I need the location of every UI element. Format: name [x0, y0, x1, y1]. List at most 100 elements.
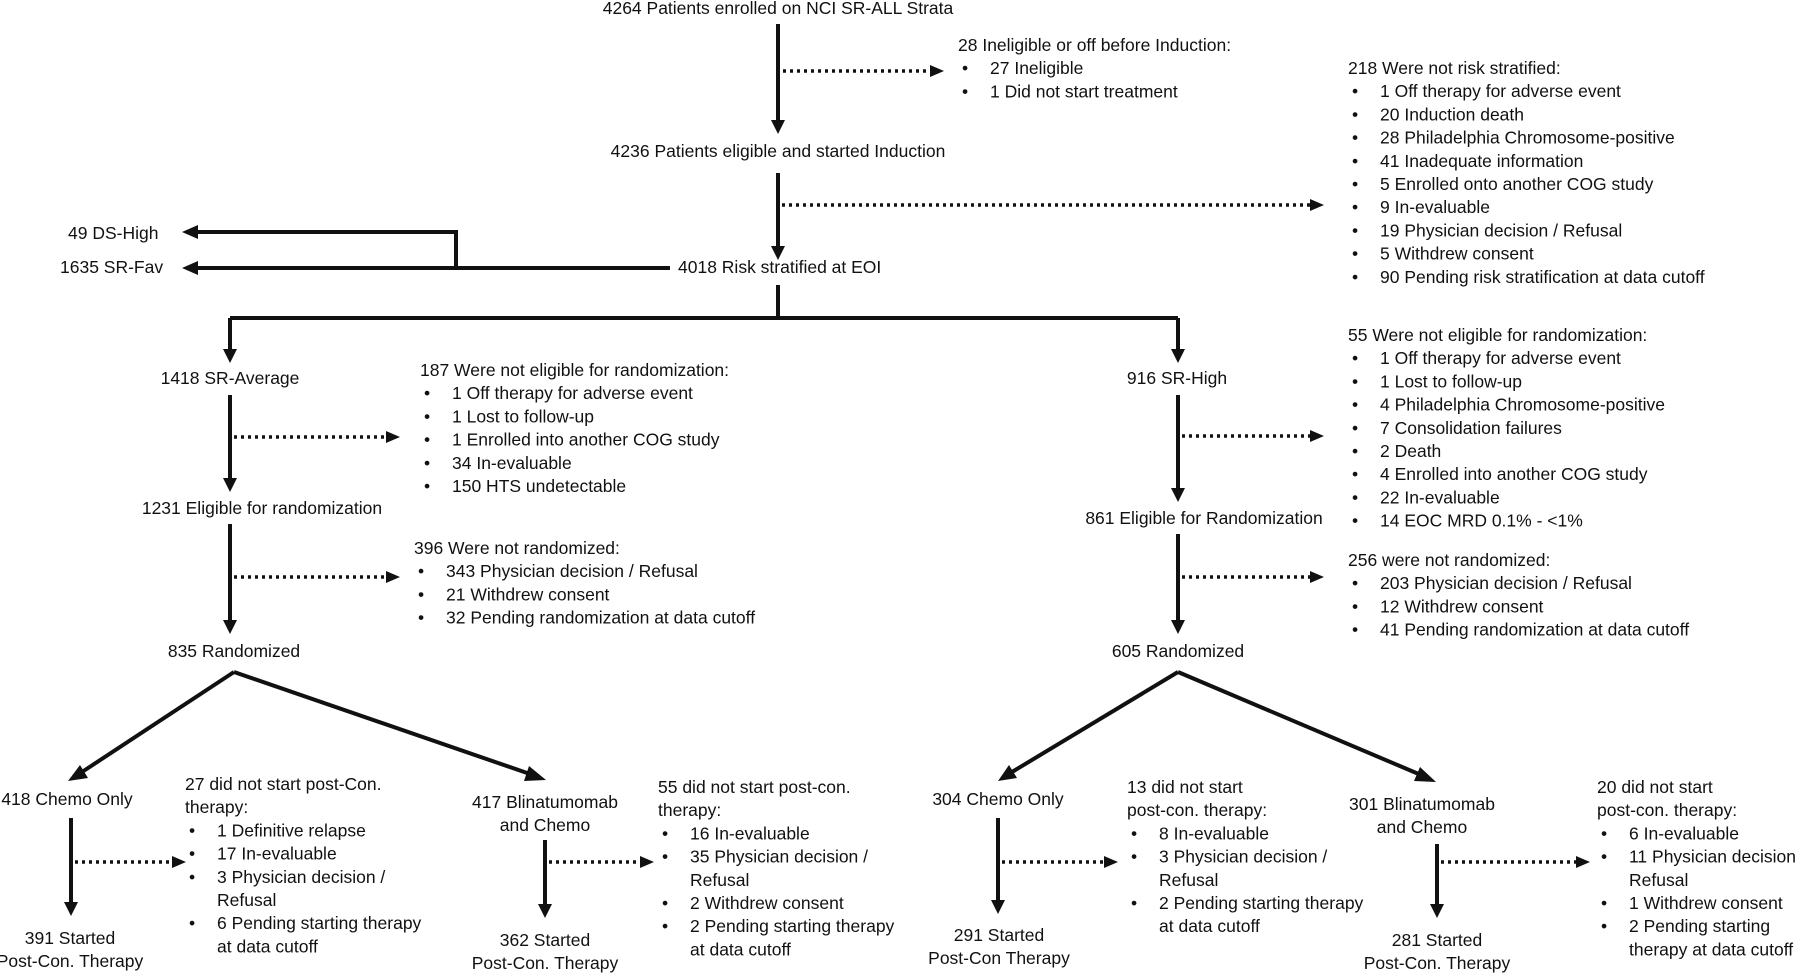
list-item: 2 Withdrew consent — [690, 893, 844, 913]
arrowhead — [68, 765, 88, 781]
arrowhead — [524, 766, 546, 781]
bullet-glyph: • — [962, 81, 968, 101]
label-line: Post-Con. Therapy — [1364, 953, 1511, 973]
list-item: 1 Off therapy for adverse event — [1380, 348, 1621, 368]
arrow-to-ds-high — [198, 230, 458, 268]
list-item: 1 Did not start treatment — [990, 81, 1178, 101]
arrowhead — [1310, 571, 1324, 583]
box-title: 256 were not randomized: — [1348, 550, 1550, 570]
label-line: 301 Blinatumomab — [1349, 794, 1495, 814]
bullet-glyph: • — [962, 58, 968, 78]
randomized-left-node: 835 Randomized — [168, 641, 300, 661]
branch-split — [230, 285, 1178, 320]
chemo-only-left-node: 418 Chemo Only — [1, 789, 133, 809]
bullet-glyph: • — [418, 584, 424, 604]
arrowhead — [640, 856, 654, 868]
list-item: 8 In-evaluable — [1159, 823, 1269, 843]
arrowhead — [1171, 620, 1185, 634]
box-title-line: post-con. therapy: — [1127, 800, 1267, 820]
bullet-glyph: • — [1352, 596, 1358, 616]
list-item: 35 Physician decision / — [690, 847, 868, 867]
box-title: 187 Were not eligible for randomization: — [420, 360, 729, 380]
bullet-glyph: • — [1131, 847, 1137, 867]
label-line: 417 Blinatumomab — [472, 792, 618, 812]
list-item: 17 In-evaluable — [217, 844, 337, 864]
list-box: 256 were not randomized:•203 Physician d… — [1348, 550, 1689, 640]
bullet-glyph: • — [1352, 220, 1358, 240]
list-item: 1 Off therapy for adverse event — [452, 383, 693, 403]
list-item: 11 Physician decision / — [1629, 847, 1800, 867]
ds-high-node: 49 DS-High — [68, 223, 158, 243]
bullet-glyph: • — [1352, 128, 1358, 148]
list-item: 9 In-evaluable — [1380, 197, 1490, 217]
list-item: 12 Withdrew consent — [1380, 596, 1544, 616]
list-item: 150 HTS undetectable — [452, 476, 626, 496]
list-item: 16 In-evaluable — [690, 823, 810, 843]
wrapped-box: 13 did not start post-con. therapy: • 8 In-… — [1127, 777, 1364, 936]
bullet-glyph: • — [662, 847, 668, 867]
bullet-glyph: • — [1352, 395, 1358, 415]
eligible-induction-node: 4236 Patients eligible and started Induc… — [611, 141, 946, 161]
list-item: 14 EOC MRD 0.1% - <1% — [1380, 511, 1583, 531]
list-item: 19 Physician decision / Refusal — [1380, 220, 1622, 240]
list-box: 55 Were not eligible for randomization:•… — [1348, 325, 1665, 531]
list-item: 32 Pending randomization at data cutoff — [446, 608, 755, 628]
arrowhead — [172, 856, 186, 868]
list-item: 2 Pending starting therapy — [1159, 893, 1364, 913]
list-item: 6 In-evaluable — [1629, 823, 1739, 843]
arrowhead — [1310, 199, 1324, 211]
bullet-glyph: • — [1352, 418, 1358, 438]
enrolled-node: 4264 Patients enrolled on NCI SR-ALL Str… — [603, 0, 954, 18]
arrowhead — [1171, 349, 1185, 363]
arrowhead — [182, 261, 198, 275]
bullet-glyph: • — [424, 406, 430, 426]
bullet-glyph: • — [1601, 916, 1607, 936]
list-item: 1 Lost to follow-up — [1380, 371, 1522, 391]
label-line: 391 Started — [25, 928, 115, 948]
list-item: 6 Pending starting therapy — [217, 913, 422, 933]
list-item: 41 Inadequate information — [1380, 151, 1583, 171]
chemo-only-right-node: 304 Chemo Only — [932, 789, 1064, 809]
list-item: 27 Ineligible — [990, 58, 1083, 78]
bullet-glyph: • — [1352, 620, 1358, 640]
bullet-glyph: • — [1352, 104, 1358, 124]
box-title: 28 Ineligible or off before Induction: — [958, 35, 1231, 55]
box-title-line: post-con. therapy: — [1597, 800, 1737, 820]
bullet-glyph: • — [1352, 464, 1358, 484]
list-item: at data cutoff — [217, 936, 318, 956]
bullet-glyph: • — [1352, 573, 1358, 593]
list-box: 396 Were not randomized:•343 Physician d… — [414, 538, 755, 628]
bullet-glyph: • — [1131, 823, 1137, 843]
box-title-line: 13 did not start — [1127, 777, 1243, 797]
eligible-randomization-left-node: 1231 Eligible for randomization — [142, 498, 382, 518]
list-item: Refusal — [690, 870, 749, 890]
bullet-glyph: • — [1352, 151, 1358, 171]
bullet-glyph: • — [418, 608, 424, 628]
arrow-to-blina-right — [1177, 670, 1422, 777]
bullet-glyph: • — [189, 913, 195, 933]
bullet-glyph: • — [418, 561, 424, 581]
bullet-glyph: • — [1352, 174, 1358, 194]
list-item: Refusal — [1159, 870, 1218, 890]
list-item: 1 Definitive relapse — [217, 820, 366, 840]
bullet-glyph: • — [1352, 487, 1358, 507]
arrowhead — [538, 904, 552, 918]
bullet-glyph: • — [189, 844, 195, 864]
list-item: 4 Enrolled into another COG study — [1380, 464, 1648, 484]
sr-fav-node: 1635 SR-Fav — [60, 257, 163, 277]
list-item: at data cutoff — [1159, 916, 1260, 936]
list-item: 2 Pending starting — [1629, 916, 1770, 936]
arrowhead — [1310, 430, 1324, 442]
eligible-randomization-right-node: 861 Eligible for Randomization — [1085, 508, 1322, 528]
bullet-glyph: • — [1131, 893, 1137, 913]
label-line: 291 Started — [954, 925, 1044, 945]
bullet-glyph: • — [662, 823, 668, 843]
arrowhead — [182, 225, 198, 239]
list-item: 28 Philadelphia Chromosome-positive — [1380, 128, 1675, 148]
arrowhead — [386, 431, 400, 443]
arrowhead — [991, 900, 1005, 914]
